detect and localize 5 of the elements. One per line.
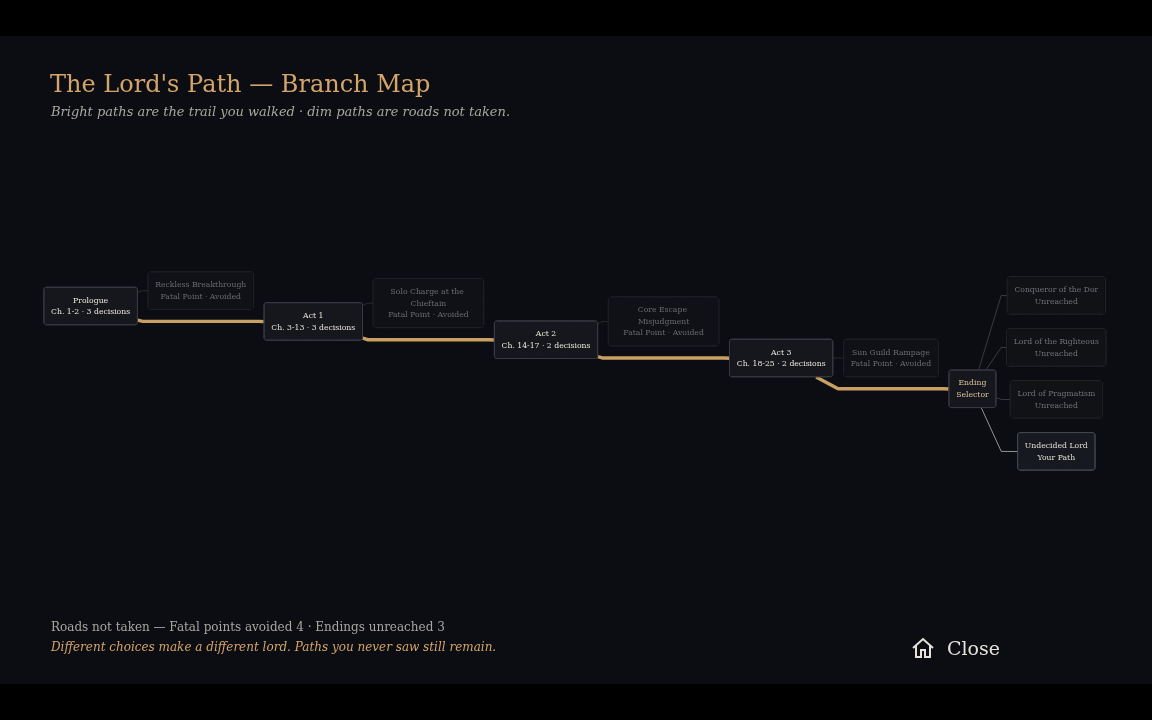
note-text: Different choices make a different lord. Paths you never saw still remain. <box>51 640 497 654</box>
summary-text: Roads not taken — Fatal points avoided 4 · Endings unreached 3 <box>51 620 445 634</box>
close-button: Close <box>905 632 1007 664</box>
subtitle: Bright paths are the trail you walked · dim paths are roads not taken. <box>51 104 511 119</box>
title: The Lord's Path — Branch Map <box>50 70 431 98</box>
